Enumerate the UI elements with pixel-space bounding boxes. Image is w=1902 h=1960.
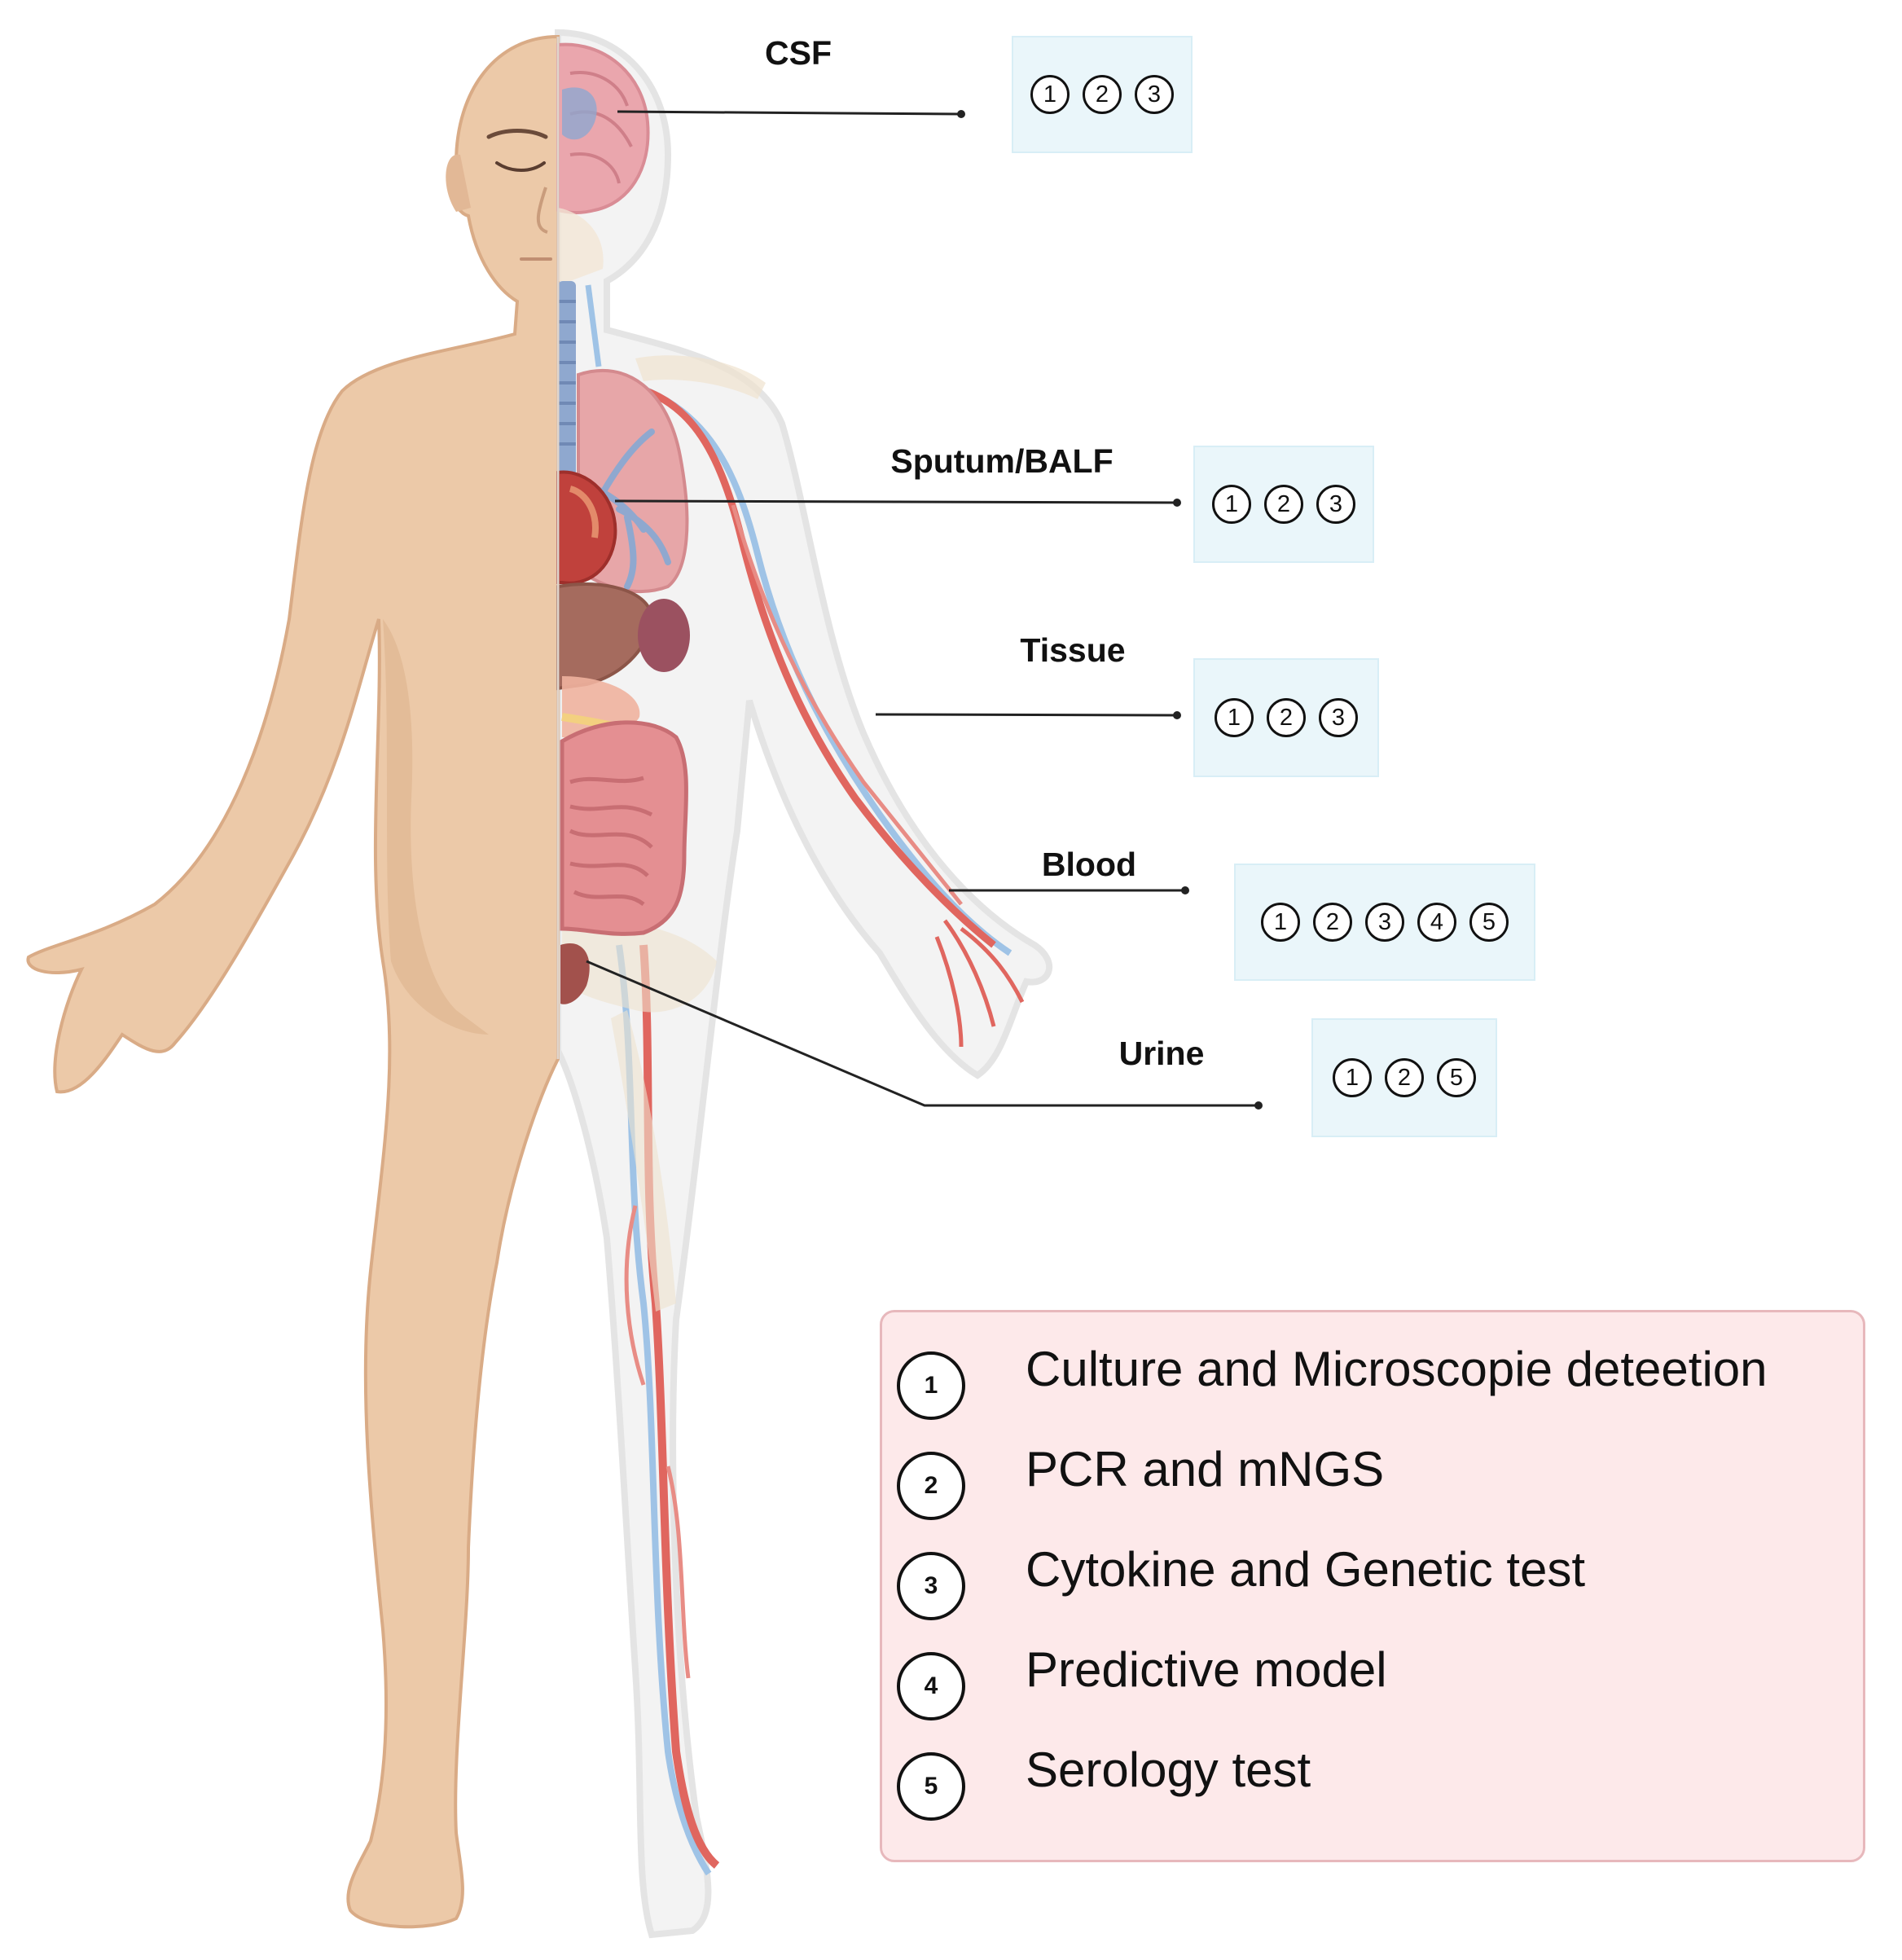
trachea-rings (558, 300, 576, 446)
legend-number: 4 (897, 1652, 965, 1720)
torso-shadow (383, 619, 489, 1035)
test-number-3: 3 (1316, 485, 1355, 524)
sample-label-urine: Urine (1118, 1035, 1205, 1072)
sample-label-csf: CSF (765, 34, 832, 72)
legend-item-5: 5 Serology test (897, 1742, 1311, 1823)
legend-item-1: 1 Culture and Microscopie deteetion (897, 1342, 1768, 1422)
test-number-2: 2 (1313, 903, 1352, 942)
femur-bone (611, 1010, 676, 1312)
test-number-1: 1 (1333, 1058, 1372, 1097)
brain (556, 42, 650, 214)
leader-lines (586, 110, 1258, 1107)
trachea (558, 281, 576, 477)
test-number-1: 1 (1215, 698, 1254, 737)
test-box-urine: 1 2 5 (1311, 1018, 1497, 1137)
legend-label: Predictive model (1026, 1642, 1387, 1697)
tissue-leader (875, 713, 1178, 717)
leg-artery-branch (624, 1205, 691, 1679)
legend-item-4: 4 Predictive model (897, 1642, 1387, 1723)
test-box-tissue: 1 2 3 (1193, 658, 1379, 777)
spleen (638, 599, 690, 672)
arm-artery-2 (731, 504, 963, 906)
face-bones (558, 208, 604, 281)
test-number-3: 3 (1135, 75, 1174, 114)
arm-artery (610, 379, 996, 948)
heart-highlight (569, 486, 599, 538)
large-intestine (560, 720, 688, 936)
legend-box: 1 Culture and Microscopie deteetion 2 PC… (880, 1310, 1865, 1862)
brain-ventricle (562, 87, 597, 140)
tissue-leader-dot (1173, 711, 1181, 719)
nose (536, 187, 548, 234)
body-skin-left-half (26, 34, 560, 1929)
test-box-csf: 1 2 3 (1012, 36, 1193, 153)
test-box-blood: 1 2 3 4 5 (1234, 864, 1535, 981)
sample-label-blood: Blood (1041, 846, 1137, 883)
test-number-2: 2 (1267, 698, 1306, 737)
test-number-2: 2 (1083, 75, 1122, 114)
legend-item-3: 3 Cytokine and Genetic test (897, 1542, 1585, 1623)
test-number-4: 4 (1417, 903, 1456, 942)
legend-number: 5 (897, 1752, 965, 1821)
csf-leader-dot (957, 110, 965, 118)
test-number-1: 1 (1261, 903, 1300, 942)
test-number-5: 5 (1437, 1058, 1476, 1097)
shoulder-bone (635, 355, 766, 399)
sample-label-tissue: Tissue (1020, 631, 1126, 669)
test-number-2: 2 (1385, 1058, 1424, 1097)
hand-vessels (934, 919, 1025, 1048)
sample-label-sputum-balf: Sputum/BALF (890, 442, 1114, 480)
test-box-sputum-balf: 1 2 3 (1193, 446, 1374, 563)
legend-label: Cytokine and Genetic test (1026, 1542, 1586, 1597)
legend-number: 2 (897, 1452, 965, 1520)
urine-leader (586, 960, 1258, 1107)
blood-leader-dot (1181, 886, 1189, 894)
legend-label: Serology test (1026, 1742, 1311, 1797)
test-number-2: 2 (1264, 485, 1303, 524)
legend-label: Culture and Microscopie deteetion (1026, 1342, 1768, 1396)
leader-endpoints (957, 110, 1263, 1110)
bladder (560, 943, 590, 1004)
neck-vein (585, 284, 602, 367)
ear (446, 154, 471, 212)
sputum-leader-dot (1173, 499, 1181, 507)
test-number-3: 3 (1365, 903, 1404, 942)
small-intestine (569, 776, 653, 907)
heart (556, 470, 617, 585)
test-number-1: 1 (1030, 75, 1070, 114)
test-number-5: 5 (1469, 903, 1509, 942)
test-number-3: 3 (1319, 698, 1358, 737)
legend-label: PCR and mNGS (1026, 1442, 1385, 1496)
eyebrow (486, 129, 548, 139)
csf-leader (617, 110, 962, 116)
closed-eye (495, 161, 546, 172)
pelvis-bone (562, 922, 717, 1013)
bronchi (571, 428, 671, 590)
legend-number: 1 (897, 1351, 965, 1420)
test-number-1: 1 (1212, 485, 1251, 524)
sputum-leader (614, 499, 1178, 504)
urine-leader-dot (1254, 1101, 1263, 1110)
legend-item-2: 2 PCR and mNGS (897, 1442, 1384, 1523)
legend-number: 3 (897, 1552, 965, 1620)
